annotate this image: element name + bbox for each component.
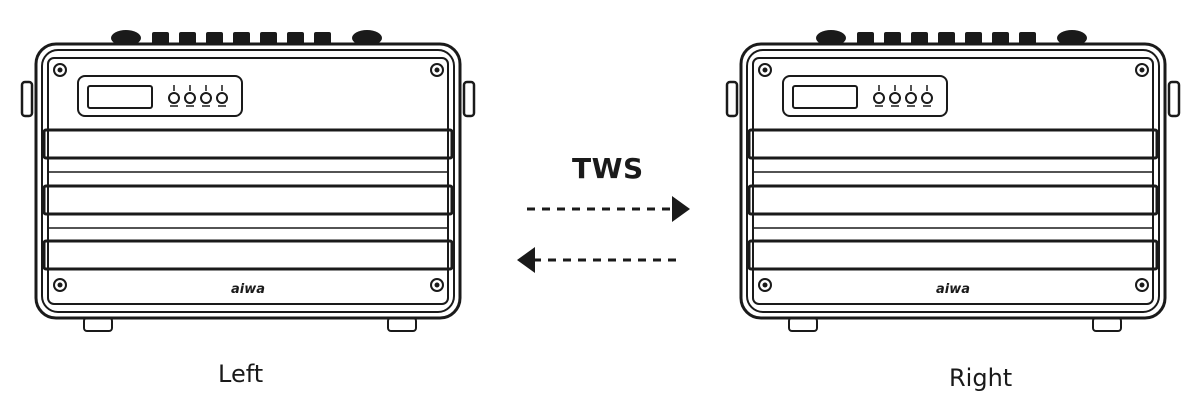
left-caption: Left (218, 360, 264, 388)
right-speaker: aiwa (725, 28, 1181, 333)
right-caption: Right (949, 364, 1013, 392)
arrowhead-left-icon (517, 247, 535, 273)
arrow-left-to-right (527, 196, 690, 222)
left-speaker: aiwa (20, 28, 476, 333)
tws-label: TWS (572, 152, 644, 185)
arrow-right-to-left (517, 247, 680, 273)
brand-logo: aiwa (936, 282, 970, 297)
brand-logo: aiwa (231, 282, 265, 297)
arrowhead-right-icon (672, 196, 690, 222)
